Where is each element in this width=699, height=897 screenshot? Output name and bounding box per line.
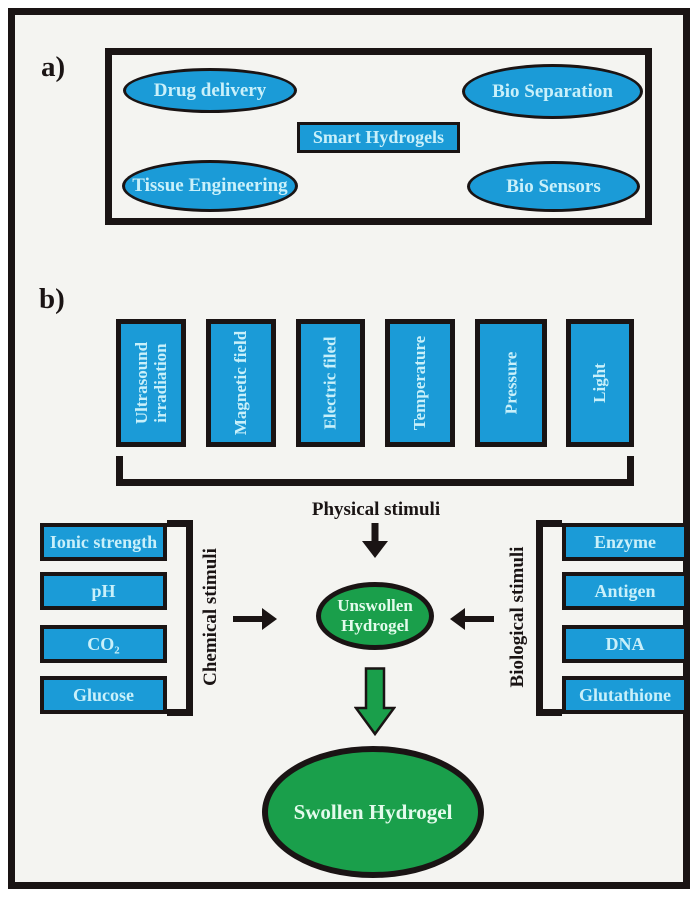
physical-stimuli-bracket xyxy=(116,456,634,486)
oval-label: Bio Separation xyxy=(492,80,613,102)
swelling-arrow-icon xyxy=(354,667,396,737)
stimulus-label: Ionic strength xyxy=(49,531,158,552)
physical-stimulus-bar: Ultrasound irradiation xyxy=(116,319,186,447)
swollen-hydrogel-oval: Swollen Hydrogel xyxy=(262,746,484,878)
biological-stimulus-box: DNA xyxy=(562,625,688,663)
left-arrow-icon xyxy=(450,608,494,630)
bar-label: Pressure xyxy=(501,351,521,415)
stimulus-label: pH xyxy=(91,580,116,601)
unswollen-hydrogel-oval: Unswollen Hydrogel xyxy=(316,582,434,650)
panel-b-label: b) xyxy=(39,283,65,315)
stimulus-label: Enzyme xyxy=(594,531,656,552)
biological-stimuli-caption: Biological stimuli xyxy=(507,546,528,688)
chemical-stimuli-bracket xyxy=(167,520,193,716)
oval-label: Tissue Engineering xyxy=(132,175,288,196)
chemical-stimulus-box: Glucose xyxy=(40,676,167,714)
oval-tissue-engineering: Tissue Engineering xyxy=(122,160,298,212)
right-arrow-icon xyxy=(233,608,277,630)
physical-stimulus-bar: Pressure xyxy=(475,319,547,447)
biological-stimulus-box: Enzyme xyxy=(562,523,688,561)
oval-drug-delivery: Drug delivery xyxy=(123,68,297,113)
oval-bio-sensors: Bio Sensors xyxy=(467,161,640,212)
physical-stimulus-bar: Temperature xyxy=(385,319,455,447)
down-arrow-icon xyxy=(362,523,388,558)
stimulus-label: DNA xyxy=(605,633,645,654)
swollen-hydrogel-label: Swollen Hydrogel xyxy=(293,799,453,824)
smart-hydrogels-label: Smart Hydrogels xyxy=(312,127,445,147)
chemical-stimulus-box: Ionic strength xyxy=(40,523,167,561)
panel-a-box xyxy=(105,48,652,225)
biological-stimulus-box: Antigen xyxy=(562,572,688,610)
physical-stimulus-bar: Light xyxy=(566,319,634,447)
physical-stimulus-bar: Magnetic field xyxy=(206,319,276,447)
smart-hydrogels-box: Smart Hydrogels xyxy=(297,122,460,153)
bar-label: Ultrasound irradiation xyxy=(131,341,170,425)
physical-stimulus-bar: Electric filed xyxy=(296,319,365,447)
oval-label: Bio Sensors xyxy=(506,175,601,197)
stimulus-label: Glucose xyxy=(73,684,134,705)
stimulus-label: CO₂ xyxy=(87,633,120,654)
panel-a-label: a) xyxy=(41,51,66,83)
physical-stimuli-caption: Physical stimuli xyxy=(311,499,441,520)
stimulus-label: Glutathione xyxy=(578,684,671,705)
chemical-stimulus-box: CO₂ xyxy=(40,625,167,663)
unswollen-hydrogel-label: Unswollen Hydrogel xyxy=(337,596,413,635)
outer-frame: a) Drug delivery Bio Separation Smart Hy… xyxy=(8,8,690,889)
bar-label: Temperature xyxy=(410,335,429,431)
bar-label: Light xyxy=(590,363,609,403)
stimulus-label: Antigen xyxy=(594,580,656,601)
oval-bio-separation: Bio Separation xyxy=(462,64,643,119)
biological-stimulus-box: Glutathione xyxy=(562,676,688,714)
biological-stimuli-bracket xyxy=(536,520,562,716)
bar-label: Electric filed xyxy=(320,336,340,430)
bar-label: Magnetic field xyxy=(231,330,250,436)
chemical-stimulus-box: pH xyxy=(40,572,167,610)
chemical-stimuli-caption: Chemical stimuli xyxy=(200,548,221,686)
oval-label: Drug delivery xyxy=(153,79,267,101)
